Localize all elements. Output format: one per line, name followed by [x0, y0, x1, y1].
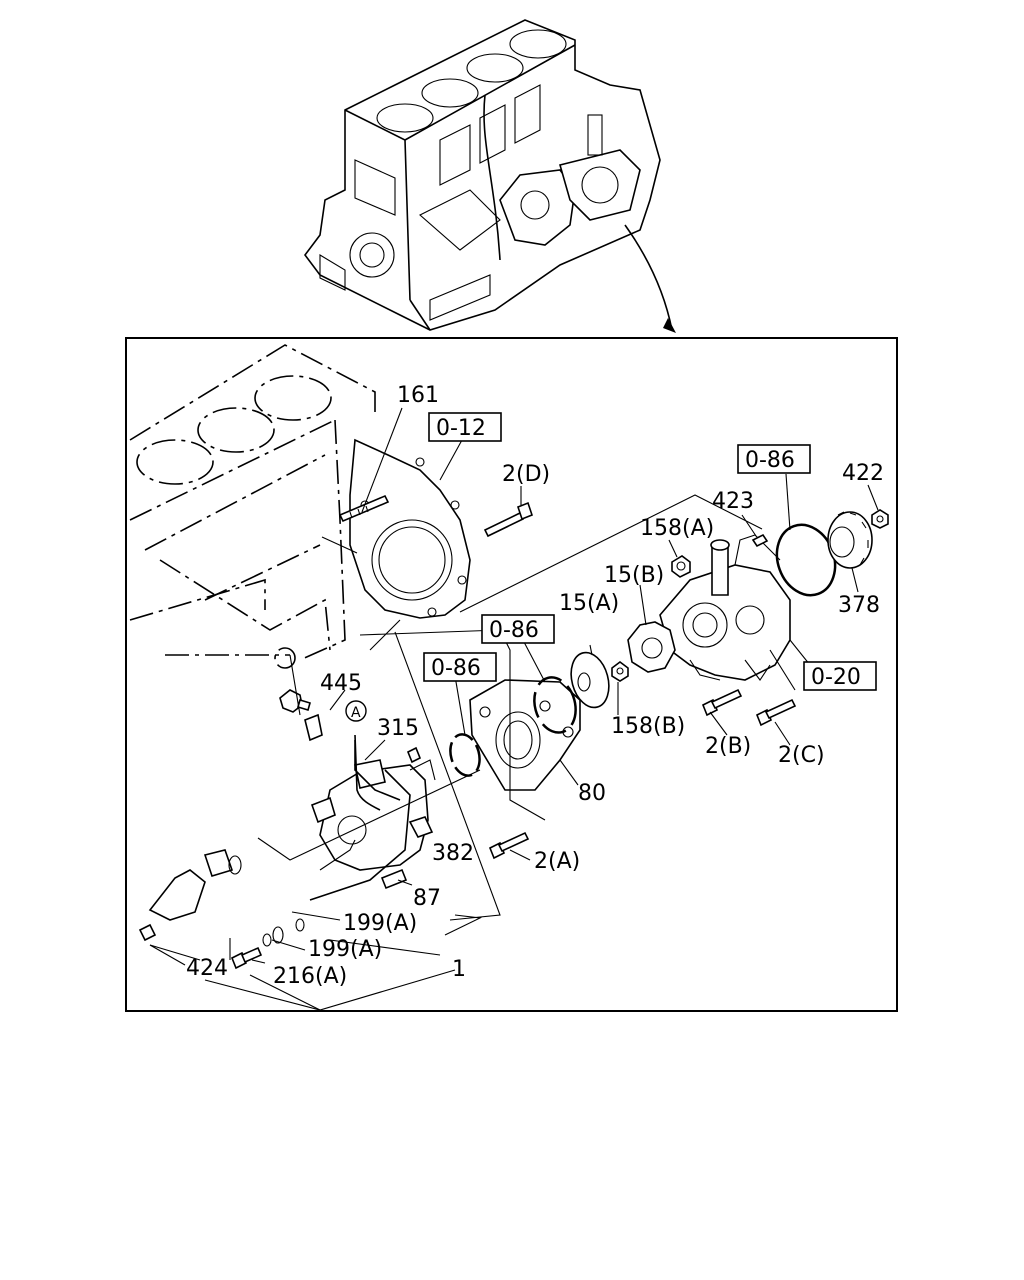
key-423 — [751, 533, 769, 548]
nut-158a — [671, 555, 691, 578]
sensor-424 — [138, 849, 242, 942]
fitting-445 — [279, 689, 323, 742]
ref-box-0-86-mid — [481, 614, 555, 644]
label-199a-upper: 199(A) — [343, 911, 417, 936]
label-a: A — [351, 705, 361, 721]
label-161: 161 — [397, 383, 439, 408]
pipe-315 — [354, 734, 381, 811]
label-0-86-left: 0-86 — [431, 656, 481, 681]
label-15b: 15(B) — [604, 563, 664, 588]
label-0-12: 0-12 — [436, 416, 486, 441]
bolt-87 — [380, 868, 408, 890]
label-2a: 2(A) — [534, 849, 580, 874]
bolt-2a — [488, 831, 530, 860]
hub-15a — [570, 651, 610, 709]
label-216a: 216(A) — [273, 964, 347, 989]
label-15a: 15(A) — [559, 591, 619, 616]
label-87: 87 — [413, 886, 441, 911]
phantom-engine-block — [129, 344, 376, 669]
label-158b: 158(B) — [611, 714, 685, 739]
banjo-bolt-216a — [230, 918, 305, 970]
label-422: 422 — [842, 461, 884, 486]
bolt-2b — [701, 688, 743, 717]
label-423: 423 — [712, 489, 754, 514]
label-0-86-top: 0-86 — [745, 448, 795, 473]
detail-frame — [125, 337, 898, 1012]
stud-161 — [338, 494, 390, 523]
label-80: 80 — [578, 781, 606, 806]
o-ring-left — [449, 733, 481, 777]
ref-box-0-86-left — [423, 652, 497, 682]
nut-158b — [611, 661, 629, 682]
bolt-2d — [483, 501, 533, 538]
ref-box-0-86-top — [737, 444, 811, 474]
ref-circle-a — [345, 700, 367, 722]
label-315: 315 — [377, 716, 419, 741]
injection-pump-assembly — [309, 740, 434, 901]
label-199a-lower: 199(A) — [308, 937, 382, 962]
ref-box-0-20 — [803, 661, 877, 691]
nut-422 — [871, 509, 889, 529]
callout-labels: 161 0-12 2(D) 0-86 422 423 158(A) 15(B) … — [186, 383, 884, 989]
coupling-15b — [627, 621, 676, 673]
label-378: 378 — [838, 593, 880, 618]
label-382: 382 — [432, 841, 474, 866]
label-2c: 2(C) — [778, 743, 825, 768]
pump-bracket-80 — [469, 679, 581, 791]
bolt-2c — [755, 698, 797, 727]
label-158a: 158(A) — [640, 516, 714, 541]
key-382 — [406, 746, 422, 764]
gear-case-plate — [349, 438, 471, 619]
label-0-86-mid: 0-86 — [489, 618, 539, 643]
label-0-20: 0-20 — [811, 665, 861, 690]
label-2d: 2(D) — [502, 462, 550, 487]
leader-lines — [149, 407, 879, 1011]
gear-378 — [827, 511, 873, 569]
label-1: 1 — [452, 957, 466, 982]
o-ring-mid — [533, 676, 577, 734]
label-445: 445 — [320, 671, 362, 696]
engine-block-overview — [304, 19, 676, 333]
vacuum-pump-body — [659, 534, 791, 681]
ref-box-0-12 — [428, 412, 502, 442]
label-2b: 2(B) — [705, 734, 751, 759]
label-424: 424 — [186, 956, 228, 981]
